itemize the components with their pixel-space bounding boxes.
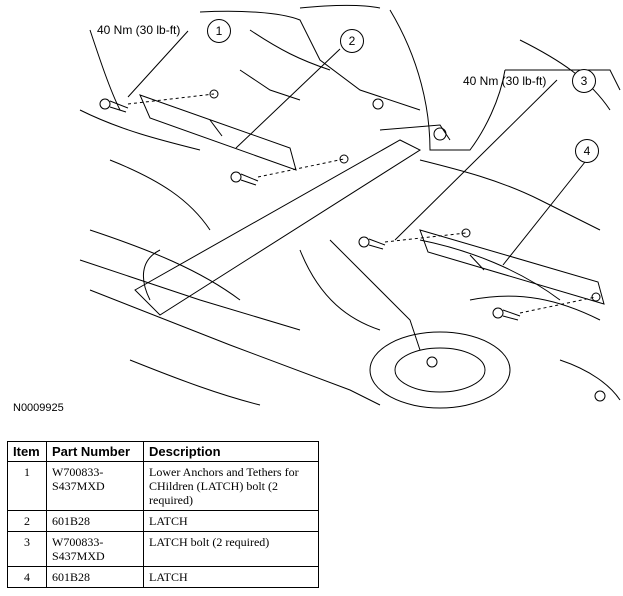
leader-3 — [394, 79, 558, 241]
crossmember — [134, 139, 422, 316]
bolt-right-lower — [492, 307, 521, 321]
latch-bracket-right — [419, 229, 605, 305]
bolt-left-lower — [230, 171, 259, 186]
cell-description: LATCH — [143, 510, 319, 532]
bolt-left-upper — [99, 98, 129, 113]
table-row: 2 601B28 LATCH — [7, 510, 319, 532]
cell-part-number: W700833-S437MXD — [46, 461, 144, 511]
callout-2-number: 2 — [340, 29, 364, 53]
table-header-row: Item Part Number Description — [7, 441, 319, 462]
callout-1-torque: 40 Nm (30 lb-ft) — [97, 23, 181, 37]
cell-part-number: 601B28 — [46, 566, 144, 588]
parts-table: Item Part Number Description 1 W700833-S… — [7, 441, 319, 588]
cell-item: 2 — [7, 510, 47, 532]
cell-part-number: W700833-S437MXD — [46, 531, 144, 567]
leader-1 — [127, 30, 189, 98]
cell-item: 4 — [7, 566, 47, 588]
cell-description: LATCH bolt (2 required) — [143, 531, 319, 567]
spare-tire-well — [369, 331, 511, 409]
cell-description: LATCH — [143, 566, 319, 588]
cell-description: Lower Anchors and Tethers for CHildren (… — [143, 461, 319, 511]
table-row: 4 601B28 LATCH — [7, 566, 319, 588]
callout-4-number: 4 — [575, 139, 599, 163]
table-row: 3 W700833-S437MXD LATCH bolt (2 required… — [7, 531, 319, 567]
bolt-right-upper — [358, 236, 386, 250]
callout-3-number: 3 — [572, 69, 596, 93]
header-item: Item — [7, 441, 47, 462]
header-description: Description — [143, 441, 319, 462]
cell-item: 1 — [7, 461, 47, 511]
callout-3-torque: 40 Nm (30 lb-ft) — [463, 74, 547, 88]
leader-2 — [235, 48, 341, 149]
leader-4 — [502, 161, 586, 266]
vehicle-floor-drawing — [79, 4, 621, 409]
technical-illustration: 40 Nm (30 lb-ft) 1 2 40 Nm (30 lb-ft) 3 … — [79, 4, 621, 409]
header-part-number: Part Number — [46, 441, 144, 462]
latch-bracket-left — [139, 94, 297, 171]
table-row: 1 W700833-S437MXD Lower Anchors and Teth… — [7, 461, 319, 511]
cell-part-number: 601B28 — [46, 510, 144, 532]
seat-outline — [299, 4, 381, 9]
figure-id-label: N0009925 — [13, 402, 64, 414]
callout-1-number: 1 — [207, 19, 231, 43]
cell-item: 3 — [7, 531, 47, 567]
